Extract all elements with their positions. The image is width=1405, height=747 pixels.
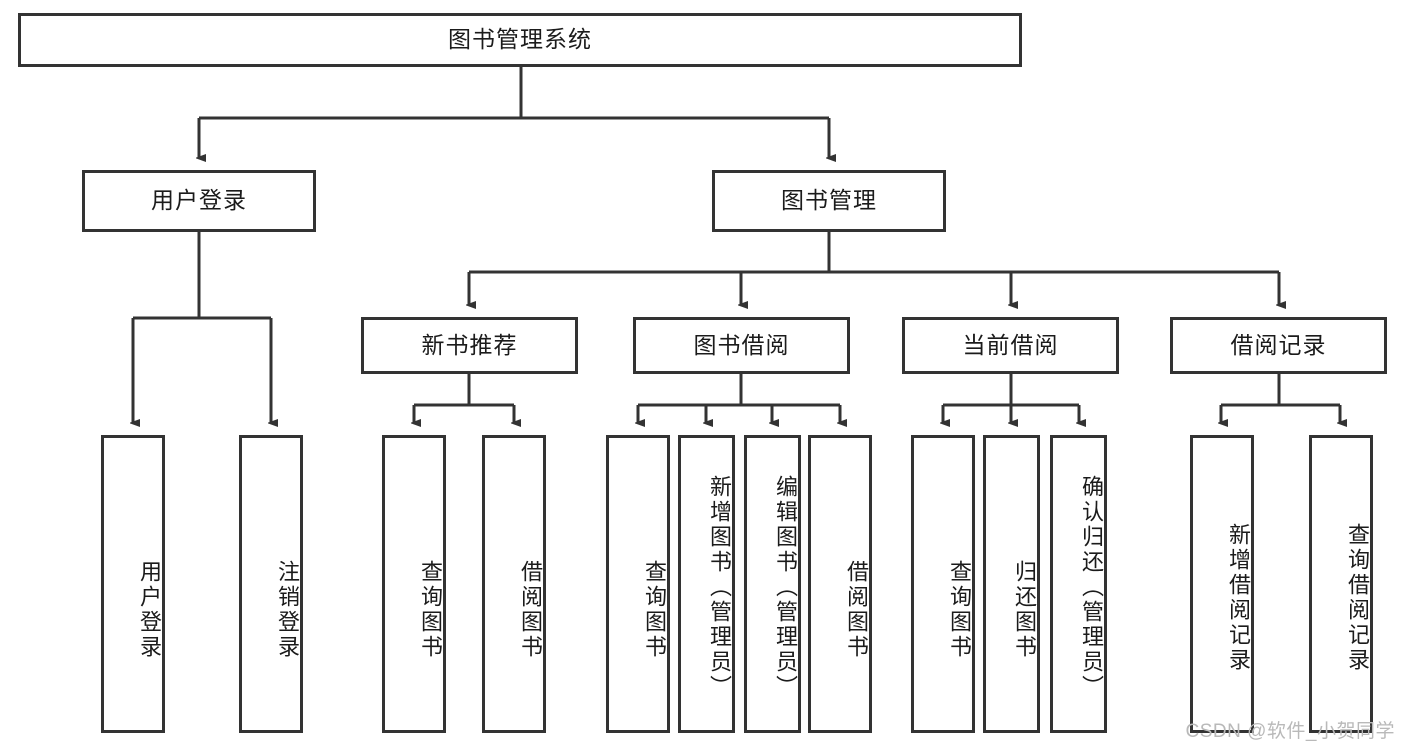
node-current-borrow-label: 当前借阅 [962, 331, 1059, 358]
node-book-management[interactable]: 图书管理 [712, 170, 946, 232]
leaf-query-book-2-label: 查询图书 [642, 560, 667, 660]
leaf-confirm-return[interactable]: 确认归还（管理员） [1050, 435, 1107, 733]
leaf-add-record-label: 新增借阅记录 [1226, 523, 1251, 673]
leaf-query-record[interactable]: 查询借阅记录 [1309, 435, 1373, 733]
leaf-edit-book[interactable]: 编辑图书（管理员） [744, 435, 801, 733]
leaf-user-login-label: 用户登录 [137, 560, 162, 660]
node-book-borrow-label: 图书借阅 [693, 331, 790, 358]
leaf-query-book-3[interactable]: 查询图书 [911, 435, 975, 733]
leaf-query-record-label: 查询借阅记录 [1345, 523, 1370, 673]
node-root-label: 图书管理系统 [448, 26, 592, 53]
leaf-edit-book-label: 编辑图书（管理员） [773, 474, 798, 700]
node-root[interactable]: 图书管理系统 [18, 13, 1022, 67]
leaf-query-book-1-label: 查询图书 [418, 560, 443, 660]
leaf-user-login[interactable]: 用户登录 [101, 435, 165, 733]
leaf-borrow-book-1[interactable]: 借阅图书 [482, 435, 546, 733]
leaf-add-book-label: 新增图书（管理员） [707, 474, 732, 700]
leaf-add-book[interactable]: 新增图书（管理员） [678, 435, 735, 733]
leaf-query-book-1[interactable]: 查询图书 [382, 435, 446, 733]
leaf-return-book-label: 归还图书 [1012, 560, 1037, 660]
leaf-query-book-3-label: 查询图书 [947, 560, 972, 660]
leaf-user-logout[interactable]: 注销登录 [239, 435, 303, 733]
leaf-return-book[interactable]: 归还图书 [983, 435, 1040, 733]
node-new-book-recommend-label: 新书推荐 [421, 331, 518, 358]
node-borrow-record[interactable]: 借阅记录 [1170, 317, 1387, 374]
watermark: CSDN @软件_小贺同学 [1185, 721, 1395, 742]
node-borrow-record-label: 借阅记录 [1230, 331, 1327, 358]
node-book-borrow[interactable]: 图书借阅 [633, 317, 850, 374]
node-user-login[interactable]: 用户登录 [82, 170, 316, 232]
leaf-borrow-book-2[interactable]: 借阅图书 [808, 435, 872, 733]
leaf-borrow-book-1-label: 借阅图书 [518, 560, 543, 660]
node-book-management-label: 图书管理 [781, 187, 877, 214]
node-user-login-label: 用户登录 [151, 187, 247, 214]
leaf-query-book-2[interactable]: 查询图书 [606, 435, 670, 733]
leaf-add-record[interactable]: 新增借阅记录 [1190, 435, 1254, 733]
leaf-user-logout-label: 注销登录 [275, 560, 300, 660]
leaf-confirm-return-label: 确认归还（管理员） [1079, 474, 1104, 700]
node-current-borrow[interactable]: 当前借阅 [902, 317, 1119, 374]
node-new-book-recommend[interactable]: 新书推荐 [361, 317, 578, 374]
leaf-borrow-book-2-label: 借阅图书 [844, 560, 869, 660]
